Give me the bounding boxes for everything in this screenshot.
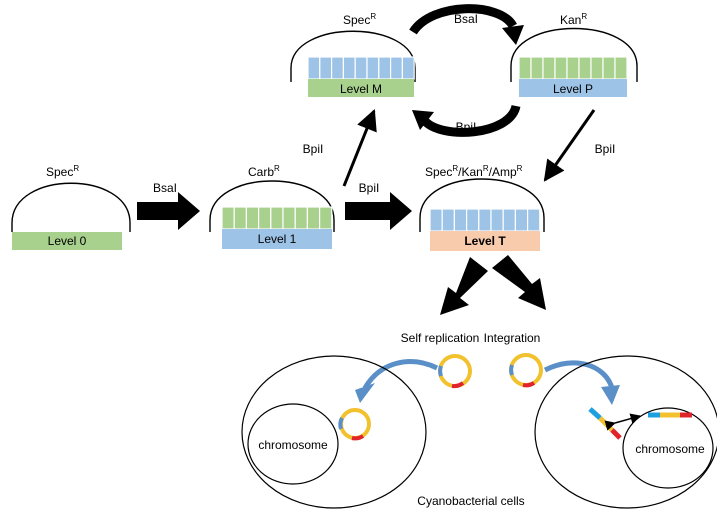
enzyme-label-bsai-1: BsaI <box>153 181 177 195</box>
enzyme-label-bpii-lm: BpiI <box>303 142 324 156</box>
self-replication-label: Self replication <box>401 331 480 345</box>
arrow-levelP-levelT <box>543 109 596 182</box>
insert-segment <box>530 56 544 80</box>
insert-segment <box>319 56 333 80</box>
chromosome-label-left: chromosome <box>258 438 328 452</box>
insert-segment <box>307 56 321 80</box>
insert-segment <box>490 208 504 232</box>
insert-segment <box>354 56 368 80</box>
insert-segment <box>578 56 592 80</box>
level1-resistance: CarbR <box>248 164 280 179</box>
levelT-label: Level T <box>464 234 506 248</box>
curved-arrow-head-left <box>355 383 375 403</box>
insert-segment <box>453 208 468 232</box>
insert-segment <box>319 206 333 230</box>
level1-insert-segments <box>221 206 333 230</box>
cell-left: chromosome <box>241 355 427 509</box>
recombination-arrow <box>604 413 642 431</box>
levelM-box <box>308 79 414 97</box>
insert-segment <box>518 56 532 80</box>
plasmid-level-1: CarbR Level 1 <box>209 164 335 249</box>
levelP-insert-segments <box>518 56 628 80</box>
block-arrow-to-self-replication <box>440 257 488 315</box>
insert-segment <box>294 206 309 230</box>
level0-label: Level 0 <box>48 234 87 248</box>
plasmid-in-cell <box>338 408 371 441</box>
cell-right: chromosome <box>534 355 717 509</box>
free-plasmid-ring-right <box>509 353 543 388</box>
insert-segment <box>401 56 415 80</box>
insert-segment <box>378 56 392 80</box>
enzyme-label-bpii-lt: BpiI <box>359 181 380 195</box>
plasmid-level-0: SpecR Level 0 <box>11 164 131 250</box>
levelP-box <box>519 79 627 97</box>
plasmid-level-t: SpecR/KanR/AmpR Level T <box>419 164 545 251</box>
curved-arrow-p-to-m <box>420 104 521 137</box>
curved-arrow-m-to-p <box>409 4 517 35</box>
block-arrow-to-integration <box>492 255 546 310</box>
insert-segment <box>245 206 260 230</box>
insert-segment <box>478 208 492 232</box>
insert-segment <box>331 56 345 80</box>
integration-label: Integration <box>484 331 541 345</box>
levelM-insert-segments <box>307 56 415 80</box>
levelT-box <box>430 231 540 251</box>
curved-arrow-head-p-to-m <box>412 110 434 130</box>
level1-box <box>222 229 332 249</box>
curved-arrow-into-left-cell <box>362 359 439 390</box>
cells-caption: Cyanobacterial cells <box>417 494 524 508</box>
cell-membrane <box>241 355 427 509</box>
level0-box <box>12 232 122 250</box>
levelT-insert-segments <box>429 208 541 232</box>
block-arrow-level1-levelT <box>345 192 412 230</box>
insert-segment <box>282 206 296 230</box>
insert-segment <box>566 56 580 80</box>
insert-segment <box>258 206 272 230</box>
plasmid-level-m: SpecR Level M <box>290 12 416 97</box>
cell-membrane <box>534 355 717 509</box>
chromosome-circle <box>247 403 339 485</box>
insert-segment <box>466 208 480 232</box>
free-plasmid-ring-left <box>438 354 472 389</box>
insert-segment <box>390 56 404 80</box>
insert-segment <box>306 206 321 230</box>
chromosome-label-right: chromosome <box>635 442 705 456</box>
insert-segment <box>270 206 284 230</box>
plasmid-backbone <box>11 182 131 232</box>
arrow-level1-levelM <box>342 109 377 187</box>
insert-segment <box>526 208 541 232</box>
insert-segment <box>602 56 616 80</box>
curved-arrow-head-right <box>601 385 620 405</box>
curved-arrow-into-right-cell <box>543 360 615 389</box>
insert-segment <box>590 56 604 80</box>
plasmid-backbone <box>419 178 545 232</box>
enzyme-label-bpii-pt: BpiI <box>595 142 616 156</box>
insert-segment <box>221 206 235 230</box>
insert-segment <box>502 208 517 232</box>
insert-segment <box>342 56 356 80</box>
levelP-resistance: KanR <box>560 12 587 27</box>
plasmid-backbone <box>510 27 638 82</box>
enzyme-label-bsai-mp: BsaI <box>454 12 478 26</box>
insert-segment <box>429 208 443 232</box>
chromosome-circle <box>622 407 714 489</box>
insert-segment <box>514 208 529 232</box>
curved-arrow-head-m-to-p <box>502 25 524 45</box>
insert-segment <box>542 56 556 80</box>
levelP-label: Level P <box>553 82 593 96</box>
insert-segment <box>366 56 380 80</box>
level1-label: Level 1 <box>258 232 297 246</box>
levelM-label: Level M <box>340 82 382 96</box>
insert-segment <box>233 206 247 230</box>
level0-resistance: SpecR <box>46 164 79 179</box>
plasmid-level-p: KanR Level P <box>510 12 638 97</box>
insert-segment <box>614 56 628 80</box>
levelM-resistance: SpecR <box>343 12 376 27</box>
block-arrow-level0-level1 <box>137 192 200 230</box>
insert-segment <box>441 208 456 232</box>
levelT-resistance: SpecR/KanR/AmpR <box>425 164 523 179</box>
insert-segment <box>554 56 568 80</box>
